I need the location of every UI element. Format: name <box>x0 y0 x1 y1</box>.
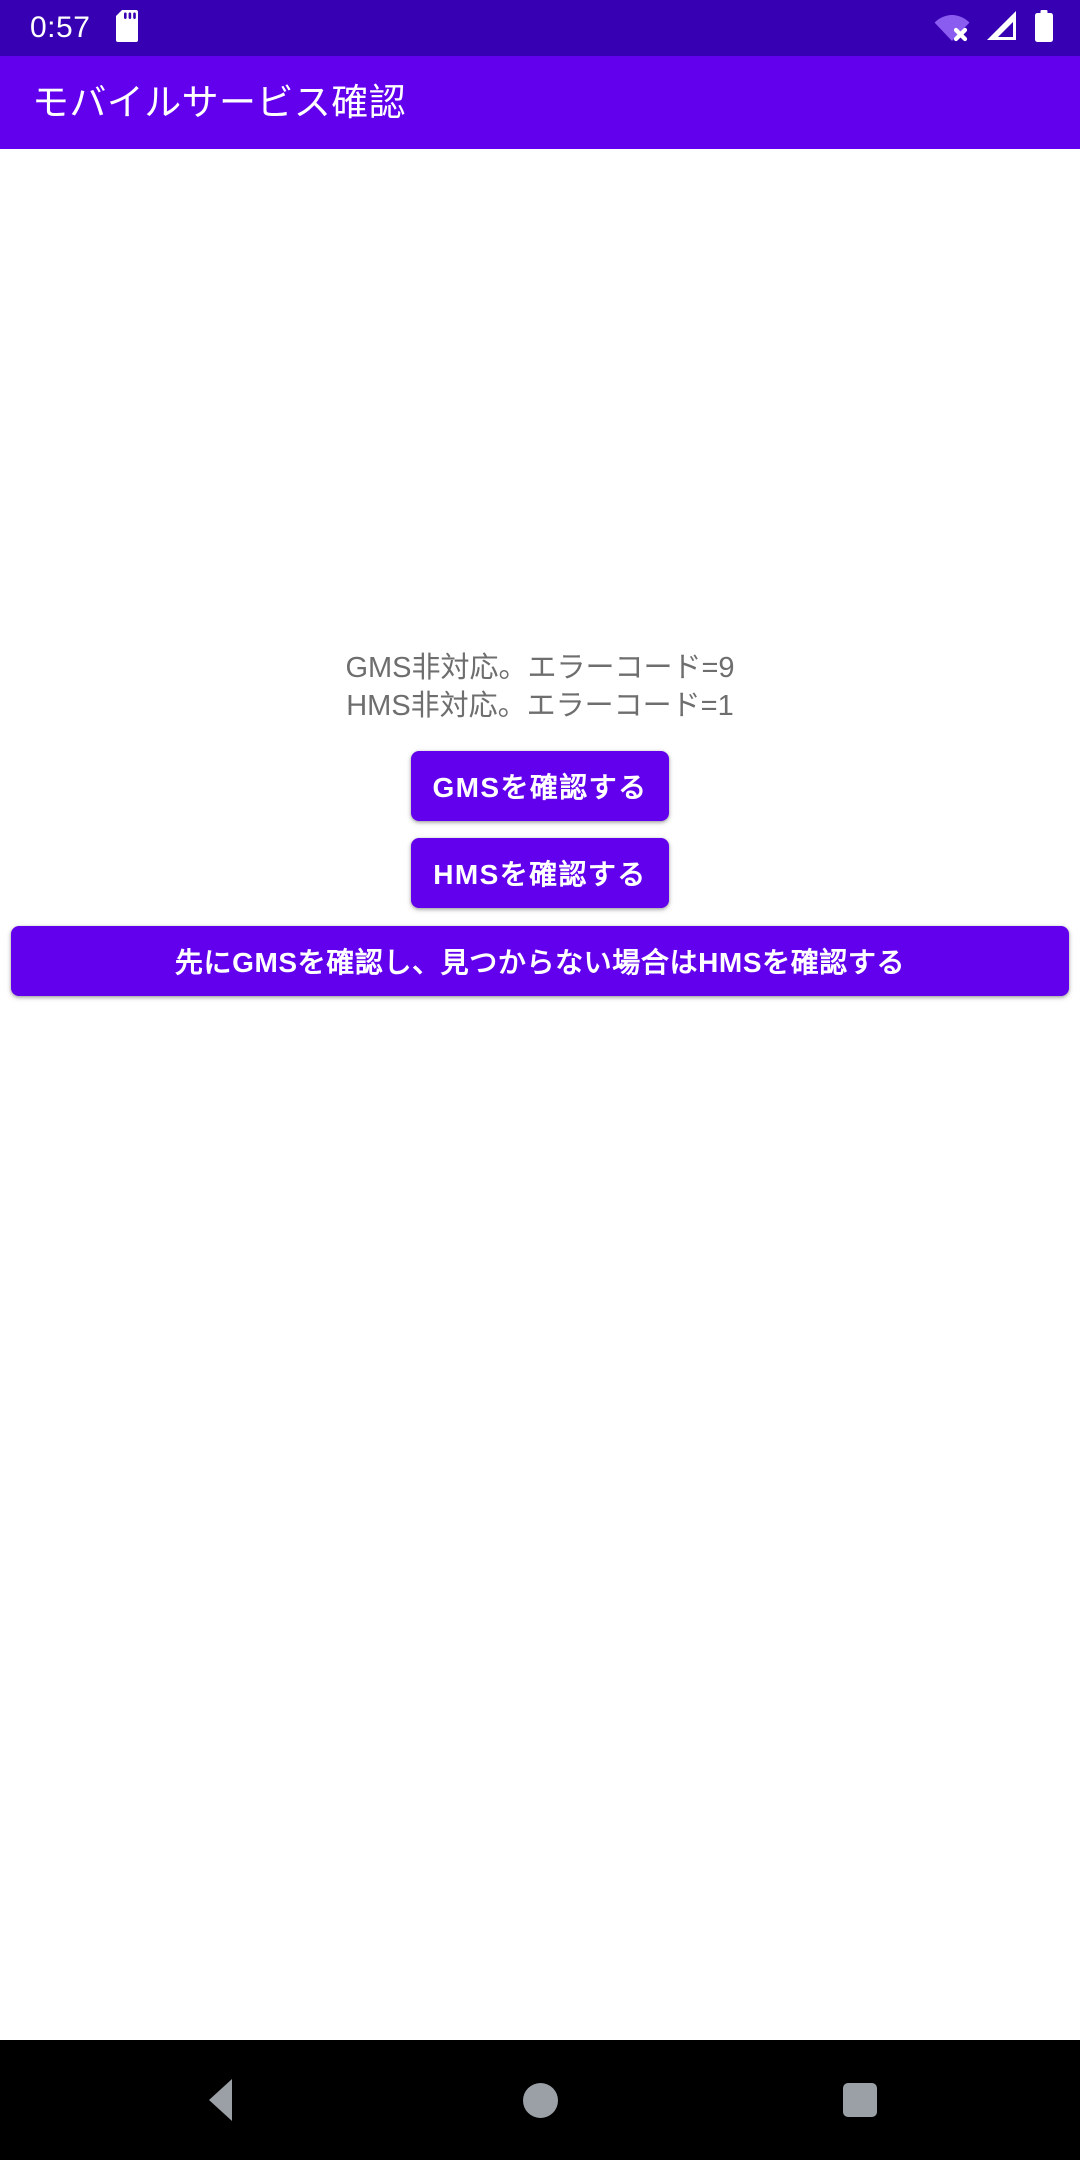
check-gms-button[interactable]: GMSを確認する <box>411 751 669 821</box>
status-bar-right-icons <box>934 9 1054 47</box>
gms-status-text: GMS非対応。エラーコード=9 <box>345 652 735 684</box>
back-icon <box>208 2079 232 2121</box>
status-bar-left-icons <box>116 9 142 47</box>
page-title: モバイルサービス確認 <box>32 82 406 123</box>
wifi-off-icon <box>934 10 970 47</box>
navigation-bar <box>0 2040 1080 2160</box>
status-bar-clock: 0:57 <box>30 11 91 44</box>
home-button[interactable] <box>465 2040 615 2160</box>
main-content: GMS非対応。エラーコード=9 HMS非対応。エラーコード=1 GMSを確認する… <box>0 149 1080 2040</box>
sd-card-icon <box>116 9 142 47</box>
recents-button[interactable] <box>785 2040 935 2160</box>
status-bar: 0:57 <box>0 0 1080 56</box>
hms-status-text: HMS非対応。エラーコード=1 <box>346 690 734 722</box>
center-block: GMS非対応。エラーコード=9 HMS非対応。エラーコード=1 GMSを確認する… <box>0 649 1080 996</box>
check-gms-then-hms-button[interactable]: 先にGMSを確認し、見つからない場合はHMSを確認する <box>11 926 1069 996</box>
battery-icon <box>1034 9 1054 47</box>
check-hms-button[interactable]: HMSを確認する <box>411 838 669 908</box>
back-button[interactable] <box>145 2040 295 2160</box>
recents-icon <box>843 2083 877 2117</box>
cellular-signal-icon <box>986 10 1018 47</box>
app-bar: モバイルサービス確認 <box>0 56 1080 149</box>
home-icon <box>522 2082 558 2118</box>
